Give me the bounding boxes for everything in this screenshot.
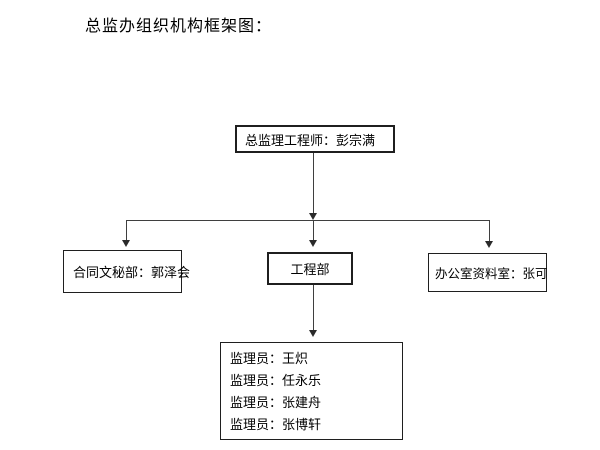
node-office-dept-label: 办公室资料室：张可 (435, 266, 548, 281)
connector-horizontal-rail (126, 220, 490, 221)
arrowhead-supervisors-icon (309, 330, 317, 337)
node-contract-dept: 合同文秘部：郭泽会 (63, 250, 190, 293)
connector-drop-contract (126, 220, 127, 241)
supervisor-line: 监理员：任永乐 (230, 374, 322, 389)
supervisor-line: 监理员：张建舟 (230, 396, 322, 411)
connector-drop-engineering (313, 220, 314, 241)
arrowhead-contract-icon (122, 240, 130, 247)
node-engineering-dept: 工程部 (267, 252, 353, 285)
arrowhead-engineering-icon (309, 240, 317, 247)
arrowhead-office-icon (485, 241, 493, 248)
node-supervisors: 监理员：王炽 监理员：任永乐 监理员：张建舟 监理员：张博轩 (220, 342, 403, 440)
node-chief-engineer-label: 总监理工程师：彭宗满 (245, 133, 376, 149)
node-office-dept: 办公室资料室：张可 (428, 253, 548, 292)
page-title: 总监办组织机构框架图： (85, 16, 273, 35)
connector-trunk-line (313, 153, 314, 214)
node-contract-dept-label: 合同文秘部：郭泽会 (73, 266, 191, 281)
node-chief-engineer: 总监理工程师：彭宗满 (235, 125, 395, 153)
supervisor-line: 监理员：张博轩 (230, 418, 322, 433)
connector-engineering-to-supervisors (313, 285, 314, 331)
node-engineering-dept-label: 工程部 (290, 263, 330, 278)
arrowhead-trunk-icon (309, 213, 317, 220)
connector-drop-office (489, 220, 490, 242)
supervisor-line: 监理员：王炽 (230, 352, 309, 367)
